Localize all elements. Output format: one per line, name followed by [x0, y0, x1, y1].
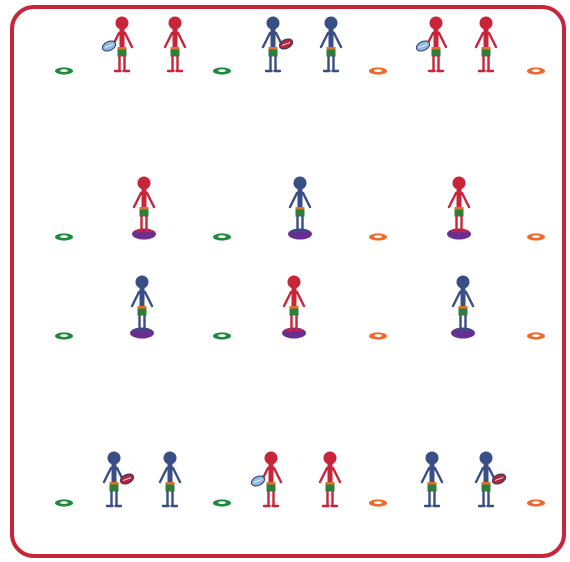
cone-icon: [369, 499, 387, 507]
cone-icon: [527, 499, 545, 507]
player-icon: [319, 16, 343, 73]
player-icon: [101, 16, 134, 73]
player-icon: [420, 451, 444, 508]
balance-pad-icon: [451, 327, 475, 339]
player-icon: [474, 16, 498, 73]
players-layer: [101, 16, 507, 508]
player-icon: [102, 451, 135, 508]
cone-icon: [369, 233, 387, 241]
player-icon: [261, 16, 294, 73]
balance-pad-icon: [130, 327, 154, 339]
player-icon: [415, 16, 448, 73]
balance-pad-icon: [132, 228, 156, 240]
ball-icon: [119, 473, 135, 485]
cone-icon: [213, 332, 231, 340]
cone-icon: [55, 67, 73, 75]
player-icon: [163, 16, 187, 73]
cone-icon: [369, 332, 387, 340]
cone-icon: [527, 233, 545, 241]
cone-icon: [55, 332, 73, 340]
balance-pad-icon: [447, 228, 471, 240]
player-icon: [250, 451, 283, 508]
player-icon: [288, 176, 312, 240]
cones-layer: [55, 67, 545, 507]
player-icon: [132, 176, 156, 240]
balance-pad-icon: [282, 327, 306, 339]
cone-icon: [213, 499, 231, 507]
field-border: [10, 5, 566, 558]
cone-icon: [55, 499, 73, 507]
player-icon: [158, 451, 182, 508]
player-icon: [447, 176, 471, 240]
player-icon: [282, 275, 306, 339]
cone-icon: [527, 332, 545, 340]
cone-icon: [527, 67, 545, 75]
ball-icon: [415, 40, 431, 52]
cone-icon: [213, 67, 231, 75]
cone-icon: [55, 233, 73, 241]
player-icon: [130, 275, 154, 339]
ball-icon: [250, 475, 266, 487]
ball-icon: [101, 40, 117, 52]
balance-pad-icon: [288, 228, 312, 240]
cone-icon: [213, 233, 231, 241]
player-icon: [318, 451, 342, 508]
player-icon: [451, 275, 475, 339]
cone-icon: [369, 67, 387, 75]
player-icon: [474, 451, 507, 508]
ball-icon: [491, 473, 507, 485]
ball-icon: [278, 38, 294, 50]
